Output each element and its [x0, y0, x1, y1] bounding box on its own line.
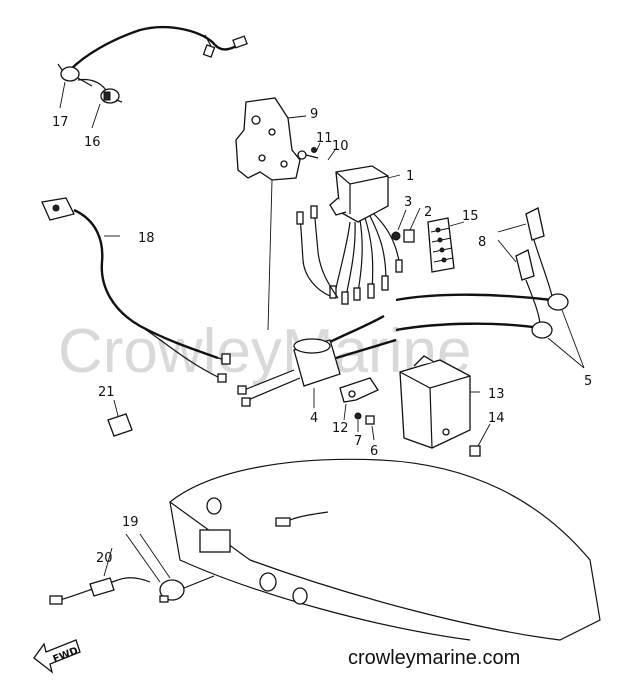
callout-19: 19 — [122, 515, 139, 530]
callout-labels: 1 2 3 4 5 6 7 8 9 10 11 12 13 14 15 16 1… — [52, 107, 592, 566]
part-5-ht-cords — [395, 293, 585, 369]
part-21-connector — [107, 399, 133, 437]
callout-5: 5 — [584, 374, 592, 389]
part-1-cdi-unit — [329, 165, 401, 223]
callout-12: 12 — [332, 421, 349, 436]
part-4-ignition-coil — [237, 314, 397, 408]
callout-16: 16 — [84, 135, 101, 150]
part-16-sender — [77, 78, 123, 129]
callout-9: 9 — [310, 107, 318, 122]
callout-1: 1 — [406, 169, 414, 184]
part-12-bracket — [339, 377, 379, 421]
callout-20: 20 — [96, 551, 113, 566]
part-8-plug-caps — [497, 207, 553, 327]
part-9-bracket — [235, 97, 307, 331]
callout-14: 14 — [488, 411, 505, 426]
callout-15: 15 — [462, 209, 479, 224]
callout-6: 6 — [370, 444, 378, 459]
part-13-cover — [399, 355, 480, 449]
part-14-screw — [469, 423, 491, 457]
callout-4: 4 — [310, 411, 318, 426]
callout-2: 2 — [424, 205, 432, 220]
part-7-washer — [354, 412, 362, 432]
part-2-3-screws — [391, 207, 421, 243]
callout-11: 11 — [316, 131, 333, 146]
part-15-terminal-block — [427, 217, 465, 273]
callout-18: 18 — [138, 231, 155, 246]
part-18-stop-switch-lead — [41, 197, 231, 383]
part-19-main-switch — [125, 533, 215, 603]
callout-8: 8 — [478, 235, 486, 250]
callout-13: 13 — [488, 387, 505, 402]
callout-7: 7 — [354, 434, 362, 449]
site-url: crowleymarine.com — [348, 647, 520, 669]
cdi-wire-harness — [296, 205, 403, 305]
callout-21: 21 — [98, 385, 115, 400]
lower-cowling — [169, 458, 601, 641]
fwd-arrow: FWD — [33, 639, 81, 674]
callout-10: 10 — [332, 139, 349, 154]
callout-3: 3 — [404, 195, 412, 210]
callout-17: 17 — [52, 115, 69, 130]
part-6-bolt — [365, 415, 375, 441]
part-17-lead-wire — [57, 26, 248, 109]
part-20-lead — [49, 547, 151, 605]
part-10-11-screws — [297, 142, 336, 161]
